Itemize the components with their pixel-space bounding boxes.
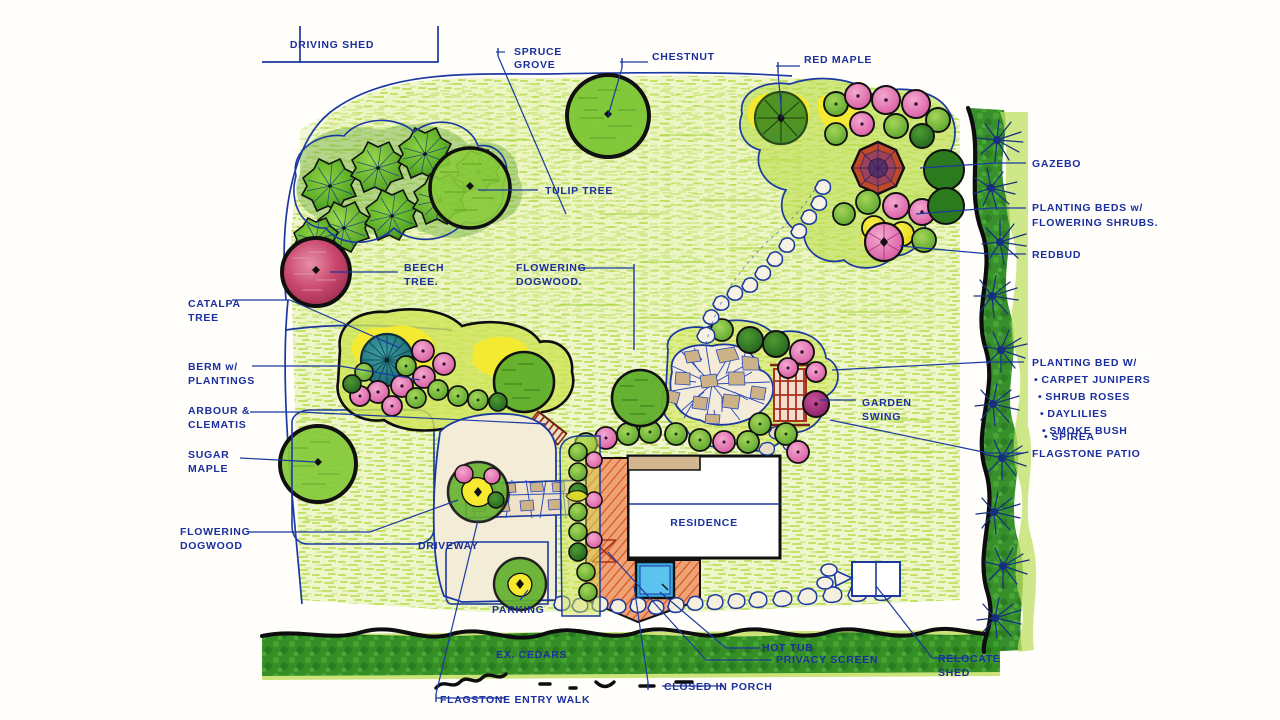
label-ex-cedars: EX. CEDARS <box>496 649 567 661</box>
planting-bed-item-1: •SHRUB ROSES <box>1038 391 1130 403</box>
planting-bed-list-tail: •SPIREA <box>1044 431 1095 443</box>
label-relocate-shed-l2: SHED <box>938 667 970 679</box>
label-relocate-shed-l1: RELOCATE <box>938 653 1001 665</box>
residence-building: RESIDENCE <box>626 454 782 560</box>
house-side-planting <box>446 435 603 617</box>
planting-bed-list: PLANTING BED W/ •CARPET JUNIPERS •SHRUB … <box>1032 357 1151 437</box>
label-berm-line2: PLANTINGS <box>188 375 255 387</box>
gazebo-bed-shrubs <box>823 82 965 263</box>
label-flagstone-entry-walk: FLAGSTONE ENTRY WALK <box>440 694 590 706</box>
berm-shrubs <box>342 339 508 417</box>
label-hot-tub: HOT TUB <box>762 642 814 654</box>
driving-shed-box <box>262 26 439 63</box>
label-driveway: DRIVEWAY <box>418 540 479 552</box>
flagstone-patio <box>574 318 839 464</box>
label-flowering-dogwood-left-l1: FLOWERING <box>180 526 250 538</box>
residence-label: RESIDENCE <box>670 517 738 529</box>
label-tulip-tree: TULIP TREE <box>545 185 613 197</box>
sugar-maple <box>278 424 358 504</box>
label-flowering-dogwood-top-l1: FLOWERING <box>516 262 586 274</box>
label-sugar-maple-line2: MAPLE <box>188 463 228 475</box>
label-garden-swing-l2: SWING <box>862 411 901 423</box>
label-closed-in-porch: CLOSED IN PORCH <box>664 681 773 693</box>
label-flagstone-patio: FLAGSTONE PATIO <box>1032 448 1141 460</box>
label-planting-beds-line2: FLOWERING SHRUBS. <box>1032 217 1158 229</box>
label-redbud: REDBUD <box>1032 249 1081 261</box>
cedar-hedge-east <box>965 105 1037 655</box>
label-chestnut: CHESTNUT <box>652 51 715 63</box>
berm-with-plantings <box>336 308 575 432</box>
tulip-tree <box>428 146 512 230</box>
label-beech-tree-line2: TREE. <box>404 276 438 288</box>
label-flowering-dogwood-left-l2: DOGWOOD <box>180 540 243 552</box>
planting-bed-item-0: •CARPET JUNIPERS <box>1034 374 1151 386</box>
patio-edge-tree <box>610 368 670 428</box>
spirea-row: •SPIREA <box>1044 431 1095 443</box>
berm-tree <box>492 350 556 414</box>
label-sugar-maple-line1: SUGAR <box>188 449 229 461</box>
label-arbour-line2: CLEMATIS <box>188 419 247 431</box>
leader-lines <box>232 48 1026 702</box>
label-catalpa-line2: TREE <box>188 312 219 324</box>
label-planting-beds-line1: PLANTING BEDS w/ <box>1032 202 1143 214</box>
closed-in-porch-deck <box>585 455 701 624</box>
label-red-maple: RED MAPLE <box>804 54 872 66</box>
gazebo-structure <box>850 140 906 196</box>
label-driving-shed: DRIVING SHED <box>290 39 374 51</box>
flowering-dogwood-driveway <box>446 460 510 524</box>
existing-cedar-hedge <box>260 626 1002 690</box>
label-privacy-screen: PRIVACY SCREEN <box>776 654 878 666</box>
label-arbour-line1: ARBOUR & <box>188 405 250 417</box>
planting-bed-item-2: •DAYLILIES <box>1040 408 1108 420</box>
label-parking: PARKING <box>492 604 545 616</box>
hot-tub <box>634 560 676 600</box>
redbud-tree <box>863 221 905 263</box>
planting-bed-item-3: •SMOKE BUSH <box>1042 425 1128 437</box>
planting-bed-list-heading: PLANTING BED W/ <box>1032 357 1137 369</box>
label-gazebo: GAZEBO <box>1032 158 1081 170</box>
label-spruce-grove-line1: SPRUCE <box>514 46 562 58</box>
gazebo-garden-area <box>739 77 965 269</box>
stepping-stone-path <box>696 179 832 345</box>
red-maple-tree <box>753 90 809 146</box>
label-garden-swing-l1: GARDEN <box>862 397 912 409</box>
label-berm-line1: BERM w/ <box>188 361 238 373</box>
label-spruce-grove-line2: GROVE <box>514 59 555 71</box>
label-catalpa-line1: CATALPA <box>188 298 241 310</box>
label-beech-tree-line1: BEECH <box>404 262 444 274</box>
relocated-shed <box>816 561 901 597</box>
label-flowering-dogwood-top-l2: DOGWOOD. <box>516 276 582 288</box>
label-group: DRIVING SHED SPRUCE GROVE CHESTNUT RED M… <box>180 39 1158 706</box>
driveway-tree <box>492 556 548 612</box>
